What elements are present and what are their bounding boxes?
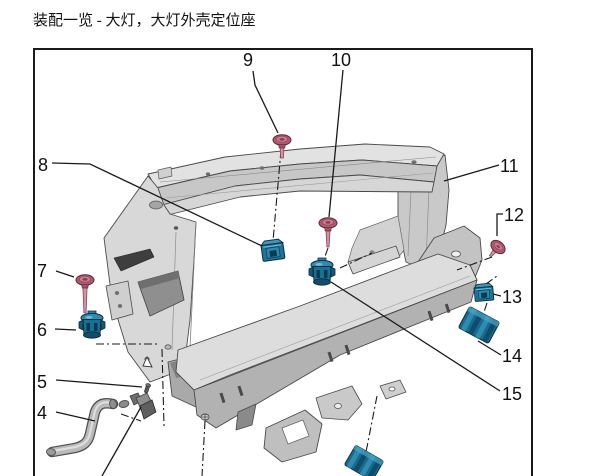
clip-8 xyxy=(259,237,286,263)
grommet-15 xyxy=(308,257,336,286)
page-title: 装配一览 - 大灯，大灯外壳定位座 xyxy=(33,13,256,29)
leader-9 xyxy=(252,70,279,134)
leader-5 xyxy=(55,379,143,388)
callout-9: 9 xyxy=(243,50,254,70)
leader-7 xyxy=(55,270,75,278)
callout-14: 14 xyxy=(502,346,523,366)
callout-15: 15 xyxy=(502,384,523,404)
callout-10: 10 xyxy=(331,50,352,70)
callout-8: 8 xyxy=(38,155,49,175)
callout-11: 11 xyxy=(500,156,519,176)
callout-6: 6 xyxy=(37,320,48,340)
callout-5: 5 xyxy=(37,372,48,392)
callout-13: 13 xyxy=(502,287,523,307)
carrier-structure xyxy=(103,143,483,463)
clip-13 xyxy=(473,282,495,303)
leader-8 xyxy=(51,162,263,247)
leader-14 xyxy=(477,340,502,356)
bracket-14 xyxy=(457,305,501,345)
callout-4: 4 xyxy=(37,403,48,423)
callout-7: 7 xyxy=(37,261,48,281)
screw-9 xyxy=(272,134,292,159)
part-4-tube xyxy=(45,398,130,458)
bracket-bottom xyxy=(343,444,385,476)
screw-12 xyxy=(488,239,506,258)
assembly-diagram-svg xyxy=(45,69,506,476)
screw-10 xyxy=(318,217,338,248)
leader-6 xyxy=(54,328,77,331)
callout-12: 12 xyxy=(504,205,525,225)
screw-7 xyxy=(75,274,95,314)
leader-13 xyxy=(492,293,502,297)
part-5-lever xyxy=(129,355,157,420)
leader-4 xyxy=(55,411,96,422)
leader-15 xyxy=(330,281,501,392)
leader-offscreen xyxy=(101,406,142,476)
grommet-6 xyxy=(78,310,106,339)
leader-12 xyxy=(496,213,503,236)
leader-10 xyxy=(328,69,344,218)
leader-lines xyxy=(51,69,503,476)
leader-11 xyxy=(443,164,500,182)
